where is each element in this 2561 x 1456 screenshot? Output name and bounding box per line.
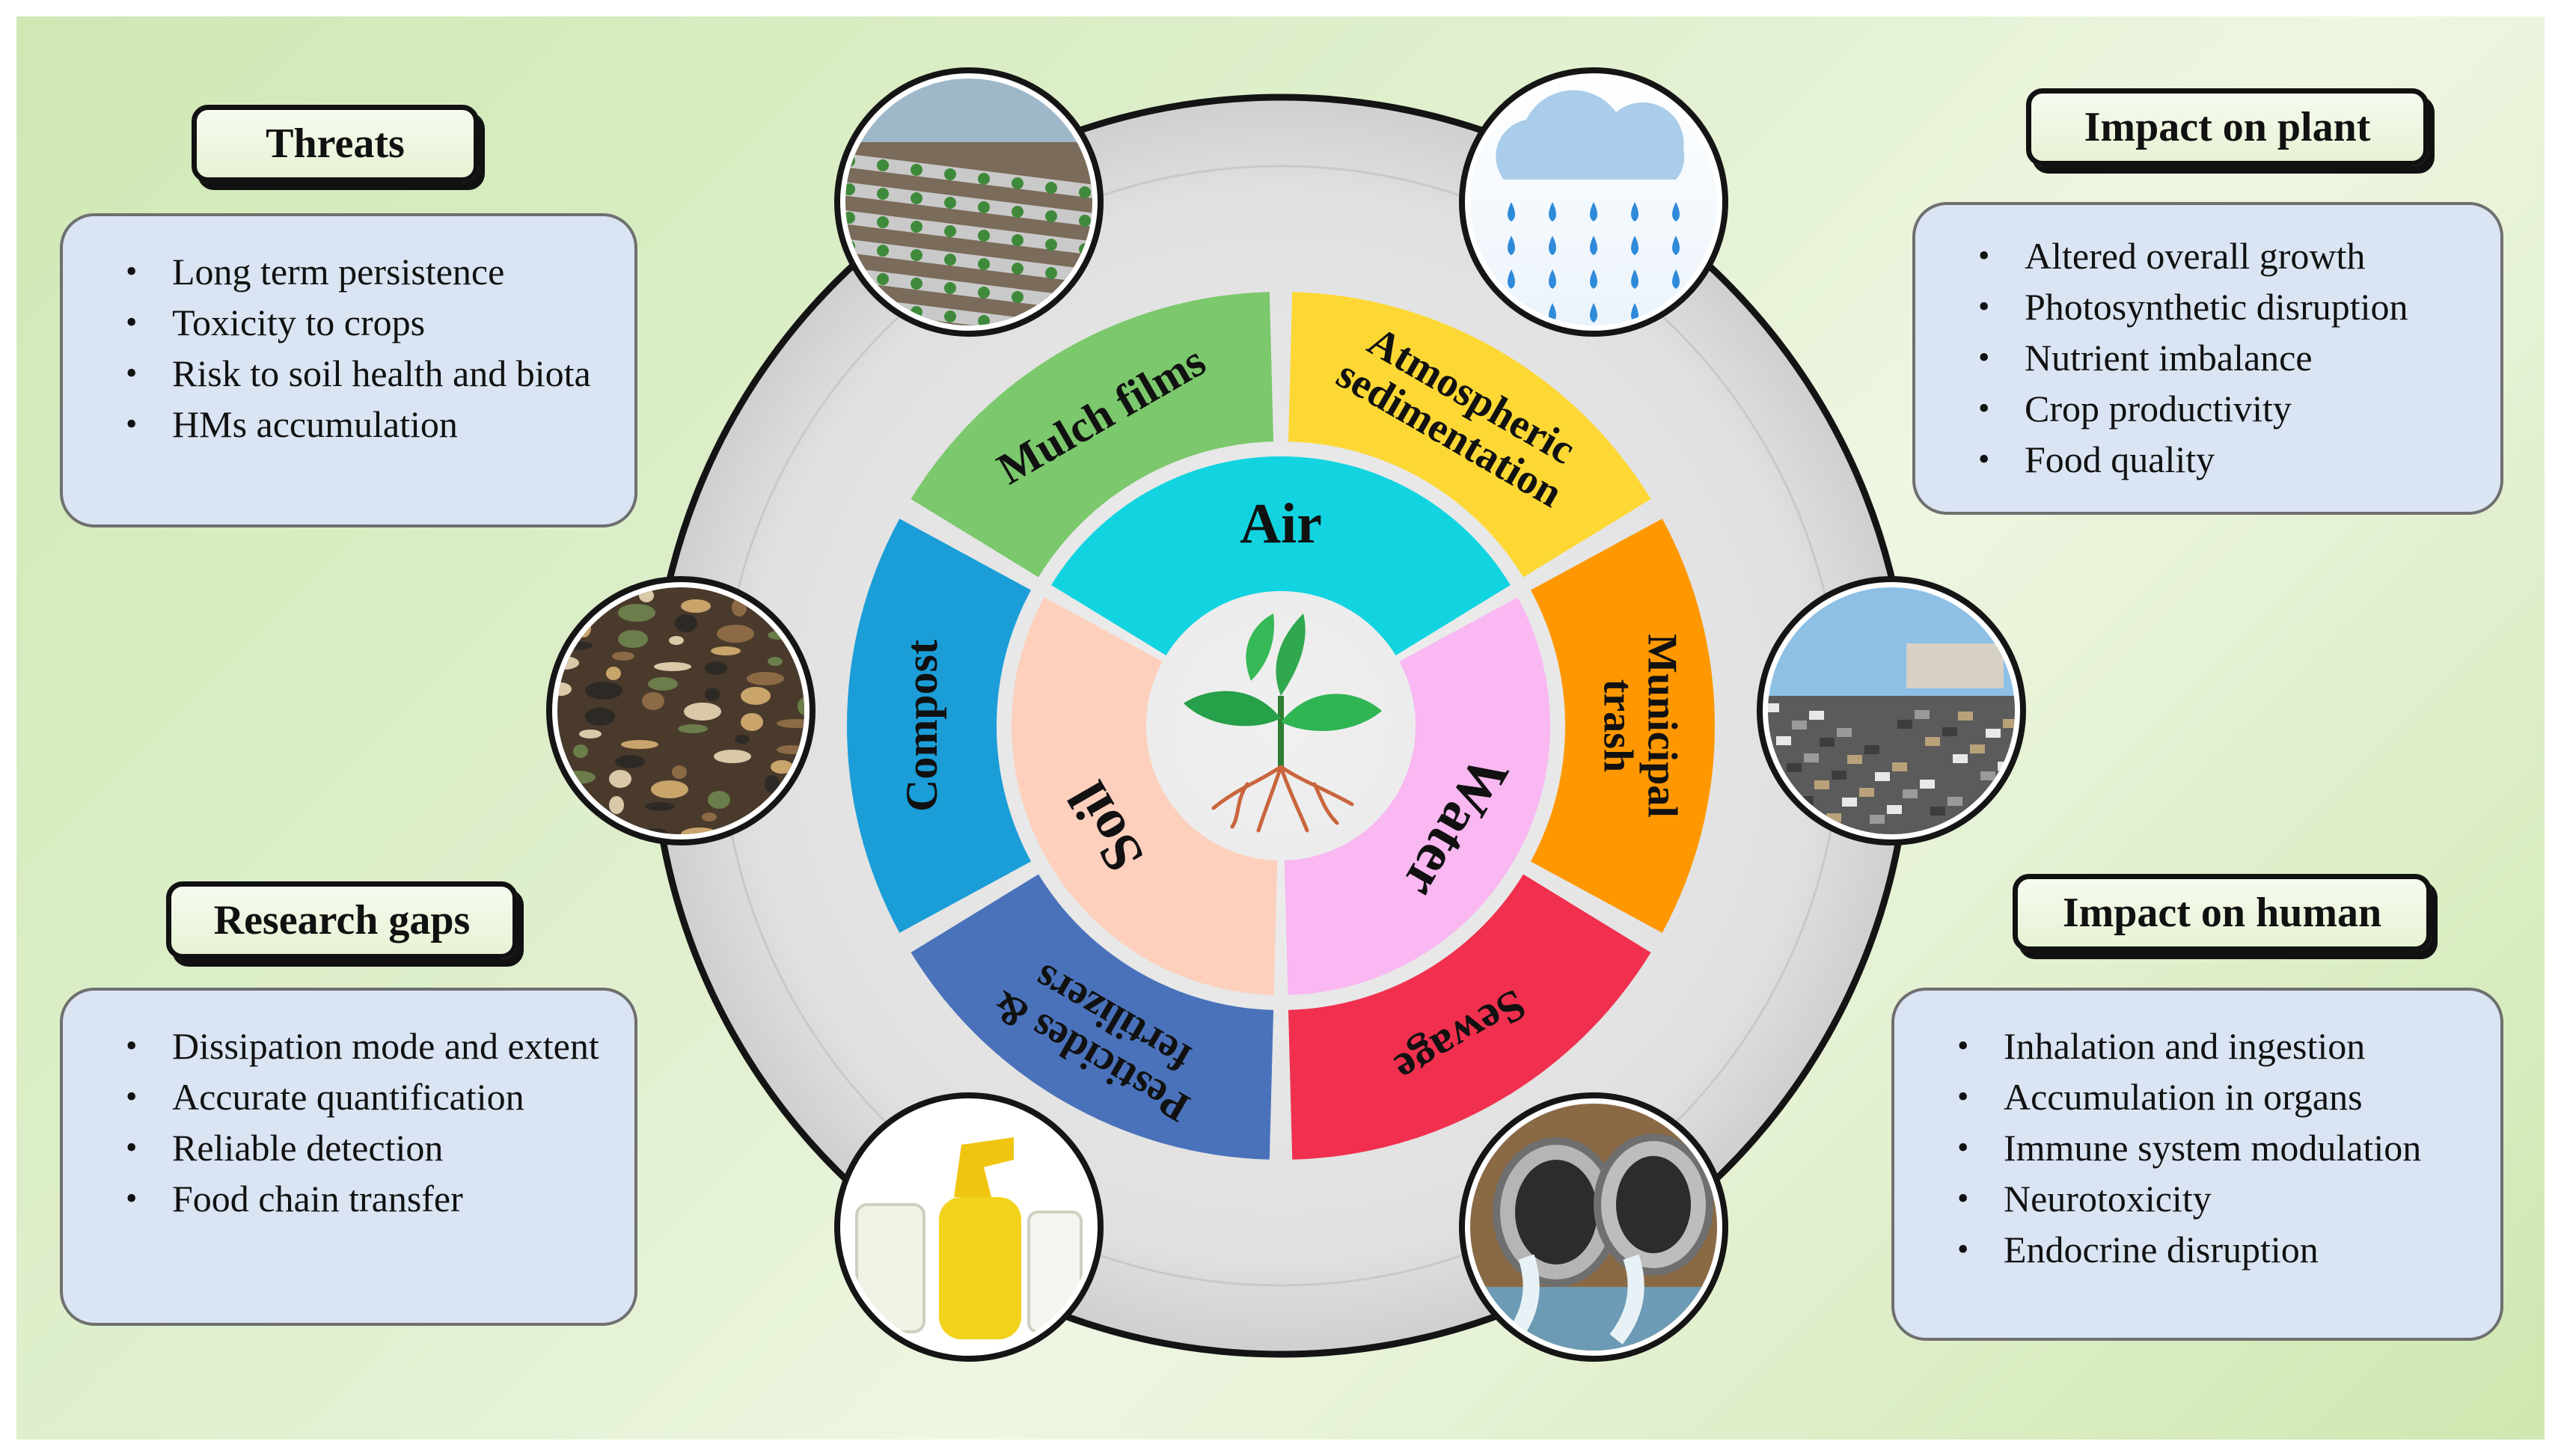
mulch-field-photo [834, 67, 1104, 337]
atmospheric-sedimentation-segment [1288, 292, 1651, 578]
municipal-trash-segment [1530, 519, 1716, 933]
air-segment-label-line: Air [1240, 492, 1322, 555]
research-gaps-item: Accurate quantification [93, 1071, 605, 1122]
research-gaps-list: Dissipation mode and extent Accurate qua… [93, 1021, 605, 1224]
drain-pipe-photo [1459, 1092, 1728, 1362]
impact-on-plant-list: Altered overall growth Photosynthetic di… [1945, 230, 2470, 485]
compost-soil-photo [546, 576, 816, 845]
threats-list: Long term persistence Toxicity to crops … [93, 246, 605, 450]
water-segment [1284, 597, 1550, 995]
research-gaps-list-box: Dissipation mode and extent Accurate qua… [60, 988, 637, 1326]
plant-icon [1184, 614, 1382, 833]
research-gaps-item: Food chain transfer [93, 1173, 605, 1224]
impact-on-plant-item: Crop productivity [1945, 383, 2470, 434]
threats-title: Threats [266, 120, 405, 167]
municipal-trash-segment-label-line: trash [1595, 679, 1641, 772]
landfill-photo [1757, 576, 2026, 845]
air-segment [1051, 456, 1511, 655]
spray-bottle-photo [834, 1092, 1104, 1362]
threats-item: HMs accumulation [93, 399, 605, 450]
impact-on-plant-title: Impact on plant [2084, 104, 2371, 150]
impact-on-human-title: Impact on human [2062, 890, 2382, 936]
threats-item: Toxicity to crops [93, 297, 605, 348]
sewage-segment [1288, 874, 1651, 1160]
compost-segment-label: Compost [897, 640, 946, 812]
research-gaps-title-box: Research gaps [166, 881, 518, 959]
threats-title-box: Threats [192, 105, 479, 183]
municipal-trash-segment-label-line: Municipal [1639, 634, 1685, 818]
threats-item: Long term persistence [93, 246, 605, 297]
impact-on-plant-item: Photosynthetic disruption [1945, 281, 2470, 332]
impact-on-plant-item: Food quality [1945, 434, 2470, 485]
impact-on-human-item: Accumulation in organs [1924, 1071, 2470, 1122]
impact-on-plant-title-box: Impact on plant [2026, 88, 2429, 166]
rain-cloud-icon [1459, 67, 1728, 337]
impact-on-human-list: Inhalation and ingestion Accumulation in… [1924, 1021, 2470, 1275]
pesticides-fertilizers-segment [911, 874, 1274, 1160]
impact-on-plant-item: Nutrient imbalance [1945, 332, 2470, 383]
research-gaps-item: Reliable detection [93, 1122, 605, 1173]
impact-on-human-item: Endocrine disruption [1924, 1224, 2470, 1275]
soil-segment [1012, 597, 1278, 995]
compost-segment-label-line: Compost [897, 640, 946, 812]
mulch-films-segment [911, 292, 1274, 578]
impact-on-human-item: Immune system modulation [1924, 1122, 2470, 1173]
impact-on-human-title-box: Impact on human [2013, 874, 2432, 952]
air-segment-label: Air [1240, 492, 1322, 555]
threats-item: Risk to soil health and biota [93, 348, 605, 399]
impact-on-plant-list-box: Altered overall growth Photosynthetic di… [1912, 202, 2503, 515]
research-gaps-title: Research gaps [213, 897, 471, 943]
impact-on-human-item: Neurotoxicity [1924, 1173, 2470, 1224]
impact-on-plant-item: Altered overall growth [1945, 230, 2470, 281]
impact-on-human-list-box: Inhalation and ingestion Accumulation in… [1891, 988, 2503, 1341]
research-gaps-item: Dissipation mode and extent [93, 1021, 605, 1071]
impact-on-human-item: Inhalation and ingestion [1924, 1021, 2470, 1071]
threats-list-box: Long term persistence Toxicity to crops … [60, 213, 637, 527]
compost-segment [847, 519, 1032, 933]
